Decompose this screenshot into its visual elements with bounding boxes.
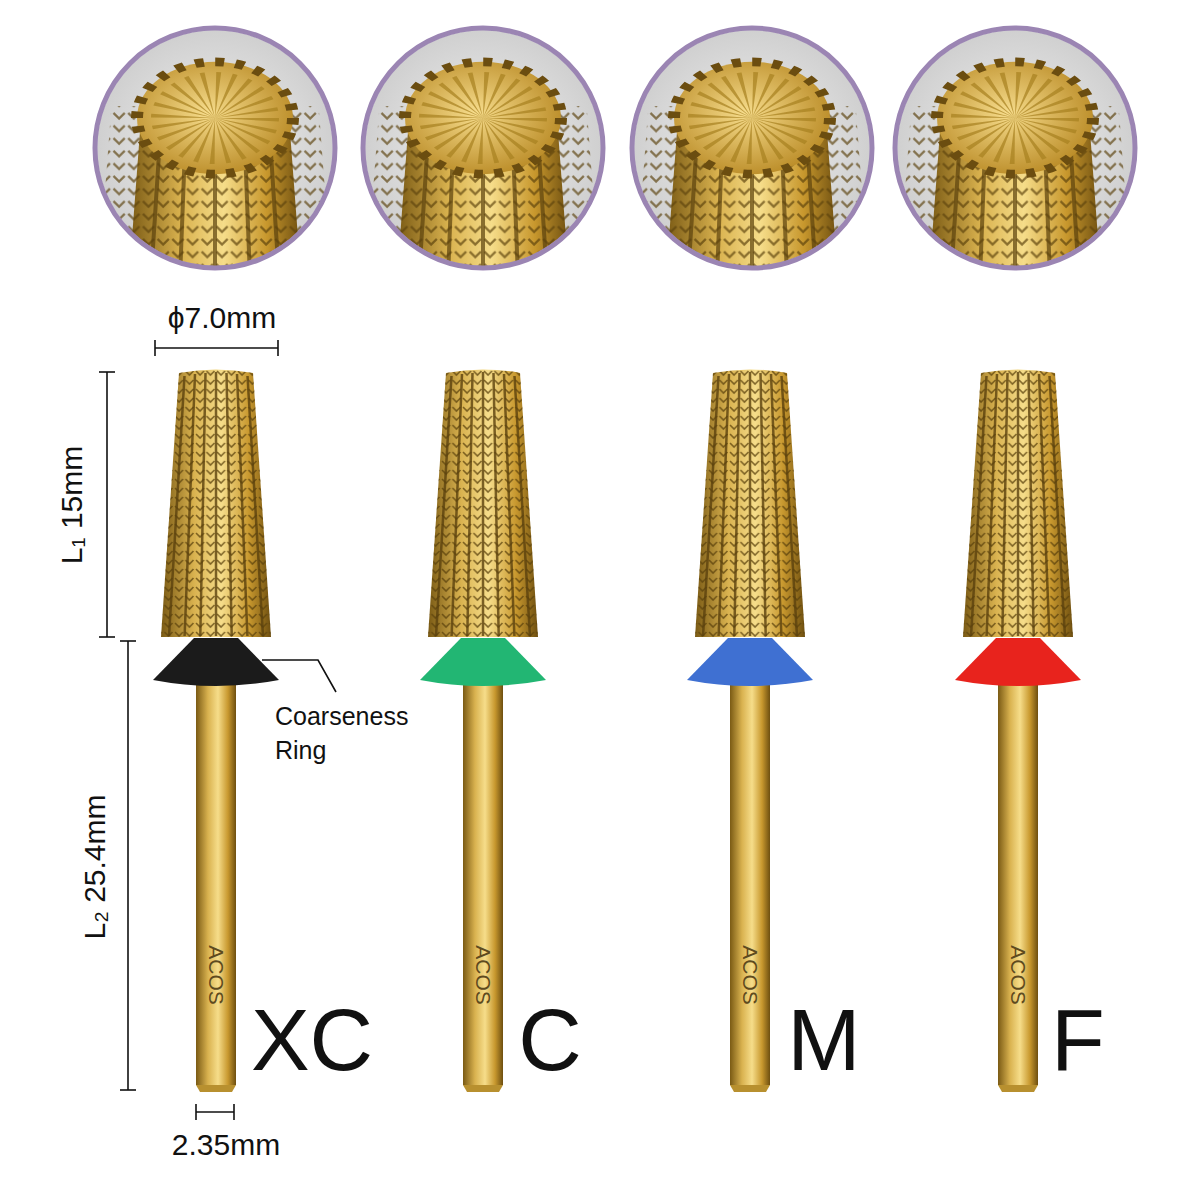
grade-letter: M — [787, 989, 860, 1090]
grade-letter: XC — [251, 989, 373, 1090]
brand-engraving: ACOS — [204, 945, 228, 1005]
brand-engraving: ACOS — [1006, 945, 1030, 1005]
grade-letter: C — [518, 989, 582, 1090]
callout-label: Coarseness Ring — [275, 700, 440, 768]
dimension-label: L₁ 15mm — [55, 446, 90, 565]
dimension-label: 2.35mm — [172, 1128, 280, 1163]
brand-engraving: ACOS — [738, 945, 762, 1005]
grade-letter: F — [1051, 989, 1105, 1090]
dimension-label: ϕ7.0mm — [168, 301, 277, 336]
brand-engraving: ACOS — [471, 945, 495, 1005]
dimension-label: L₂ 25.4mm — [78, 794, 113, 939]
